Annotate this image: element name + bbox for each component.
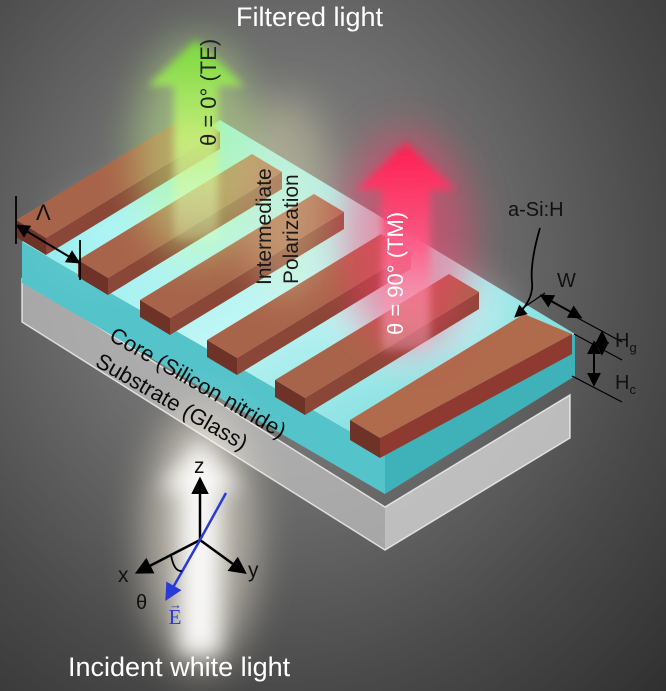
intermediate-glow: [240, 95, 330, 295]
field-vector-upper: [198, 492, 228, 541]
hg-symbol: H: [615, 330, 630, 352]
incident-light-title: Incident white light: [68, 652, 291, 682]
grating-bar: [350, 314, 572, 458]
y-axis-label: y: [248, 559, 259, 582]
field-vector: [165, 539, 202, 602]
theta-arc: [170, 554, 183, 572]
te-label: θ = 0° (TE): [196, 38, 221, 146]
angle-label: θ: [136, 592, 148, 614]
height-dimensions: [571, 315, 623, 403]
x-axis: [134, 538, 201, 574]
period-dimension: [15, 196, 81, 280]
grating-material-label: a-Si:H: [508, 199, 564, 221]
y-axis: [199, 538, 247, 575]
z-axis-label: z: [194, 455, 205, 478]
material-leader: [514, 227, 541, 318]
coordinate-axes: [134, 476, 247, 602]
period-label: Λ: [36, 200, 51, 225]
x-axis-label: x: [118, 564, 129, 587]
tm-arrow: [341, 130, 471, 350]
field-symbol: E: [168, 605, 182, 629]
hc-symbol: H: [615, 372, 630, 394]
hg-subscript: g: [629, 340, 637, 355]
intermediate-label: Intermediate: [253, 168, 276, 285]
hg-label: Hg: [615, 330, 637, 355]
width-label: W: [557, 270, 576, 292]
te-arrow: [136, 40, 256, 260]
filtered-light-title: Filtered light: [236, 2, 384, 32]
polarization-label: Polarization: [280, 174, 303, 284]
hc-label: Hc: [615, 372, 636, 397]
field-label: → E: [168, 598, 182, 628]
tm-label: θ = 90° (TM): [383, 211, 408, 335]
hc-subscript: c: [629, 382, 636, 397]
